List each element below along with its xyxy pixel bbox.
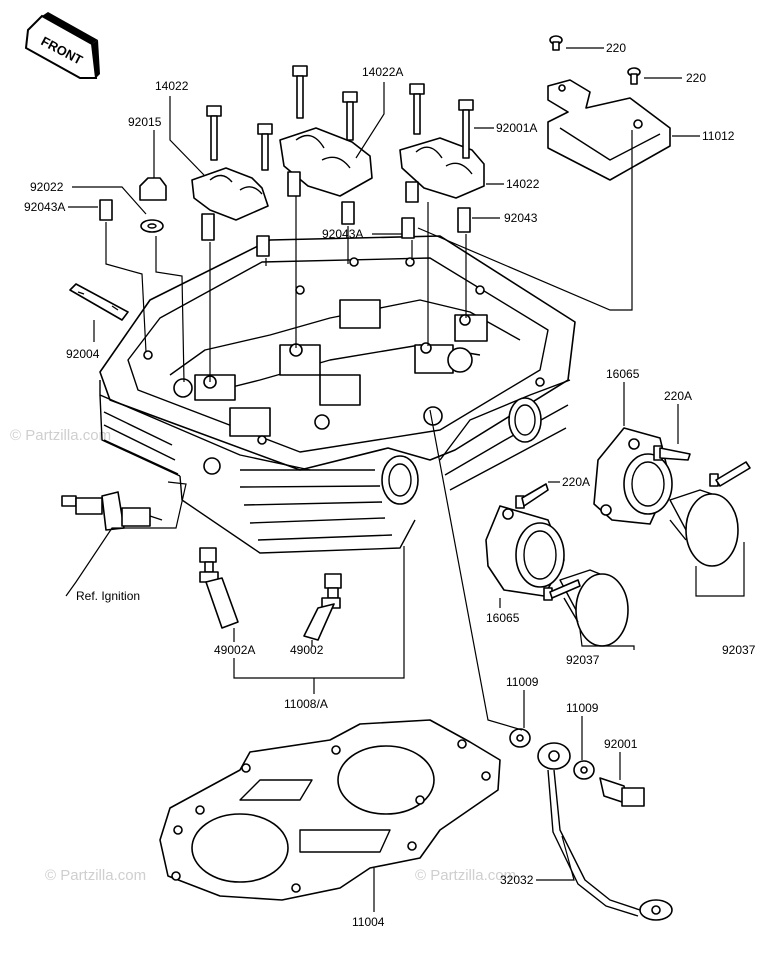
label-11004: 11004 <box>352 915 385 929</box>
label-14022-left: 14022 <box>155 79 189 93</box>
cover-11012 <box>547 79 671 181</box>
watermark-left: © Partzilla.com <box>10 427 111 444</box>
valve-guide-49002 <box>303 573 342 641</box>
label-220A-left: 220A <box>562 475 590 489</box>
watermark-bottom-left: © Partzilla.com <box>45 867 146 884</box>
label-92022: 92022 <box>30 180 64 194</box>
screw-220-top <box>549 35 563 51</box>
label-92043A-center: 92043A <box>322 227 363 241</box>
valve-guide-49002A <box>199 547 239 629</box>
label-92004: 92004 <box>66 347 100 361</box>
label-49002A: 49002A <box>214 643 255 657</box>
label-220-top: 220 <box>606 41 626 55</box>
label-14022-right: 14022 <box>506 177 540 191</box>
front-arrow-badge: FRONT <box>24 12 100 79</box>
holder-16065-right <box>593 427 673 525</box>
label-14022A: 14022A <box>362 65 403 79</box>
label-92043: 92043 <box>504 211 538 225</box>
cam-cap-left <box>191 167 270 257</box>
clamp-92037-right <box>669 461 751 567</box>
label-92043A-left: 92043A <box>24 200 65 214</box>
watermark-bottom-right: © Partzilla.com <box>415 867 516 884</box>
cap-nut-92015 <box>139 177 167 233</box>
label-92015: 92015 <box>128 115 162 129</box>
leader-lines <box>65 47 745 912</box>
label-11009-left: 11009 <box>506 675 539 689</box>
clamp-92037-left <box>543 569 629 647</box>
screw-220-right <box>627 67 641 85</box>
label-49002: 49002 <box>290 643 324 657</box>
part-labels: 220 220 11012 14022 14022A 92015 92001A … <box>24 41 756 929</box>
label-11008A: 11008/A <box>284 697 328 711</box>
ref-ignition-note: Ref. Ignition <box>76 589 140 603</box>
label-11012: 11012 <box>702 129 735 143</box>
cam-cap-center <box>279 127 373 225</box>
holder-16065-left <box>485 505 565 597</box>
label-92001: 92001 <box>604 737 638 751</box>
screw-220A-left <box>515 483 549 509</box>
cam-cap-bolts <box>206 65 474 171</box>
gasket-11004 <box>159 719 501 901</box>
label-16065-right: 16065 <box>606 367 640 381</box>
spark-plug <box>61 491 163 531</box>
label-16065-left: 16065 <box>486 611 520 625</box>
label-220-right: 220 <box>686 71 706 85</box>
label-32032: 32032 <box>500 873 534 887</box>
label-11009-right: 11009 <box>566 701 599 715</box>
oil-pipe-32032 <box>509 728 673 921</box>
dowel-92043A-left <box>99 199 113 221</box>
stud-92004 <box>69 283 129 321</box>
label-220A-right: 220A <box>664 389 692 403</box>
cylinder-head <box>99 235 576 554</box>
label-92001A: 92001A <box>496 121 537 135</box>
label-92037-right: 92037 <box>722 643 756 657</box>
screw-220A-right <box>653 445 691 461</box>
dowel-92043A-center <box>401 217 415 239</box>
label-92037-left: 92037 <box>566 653 600 667</box>
